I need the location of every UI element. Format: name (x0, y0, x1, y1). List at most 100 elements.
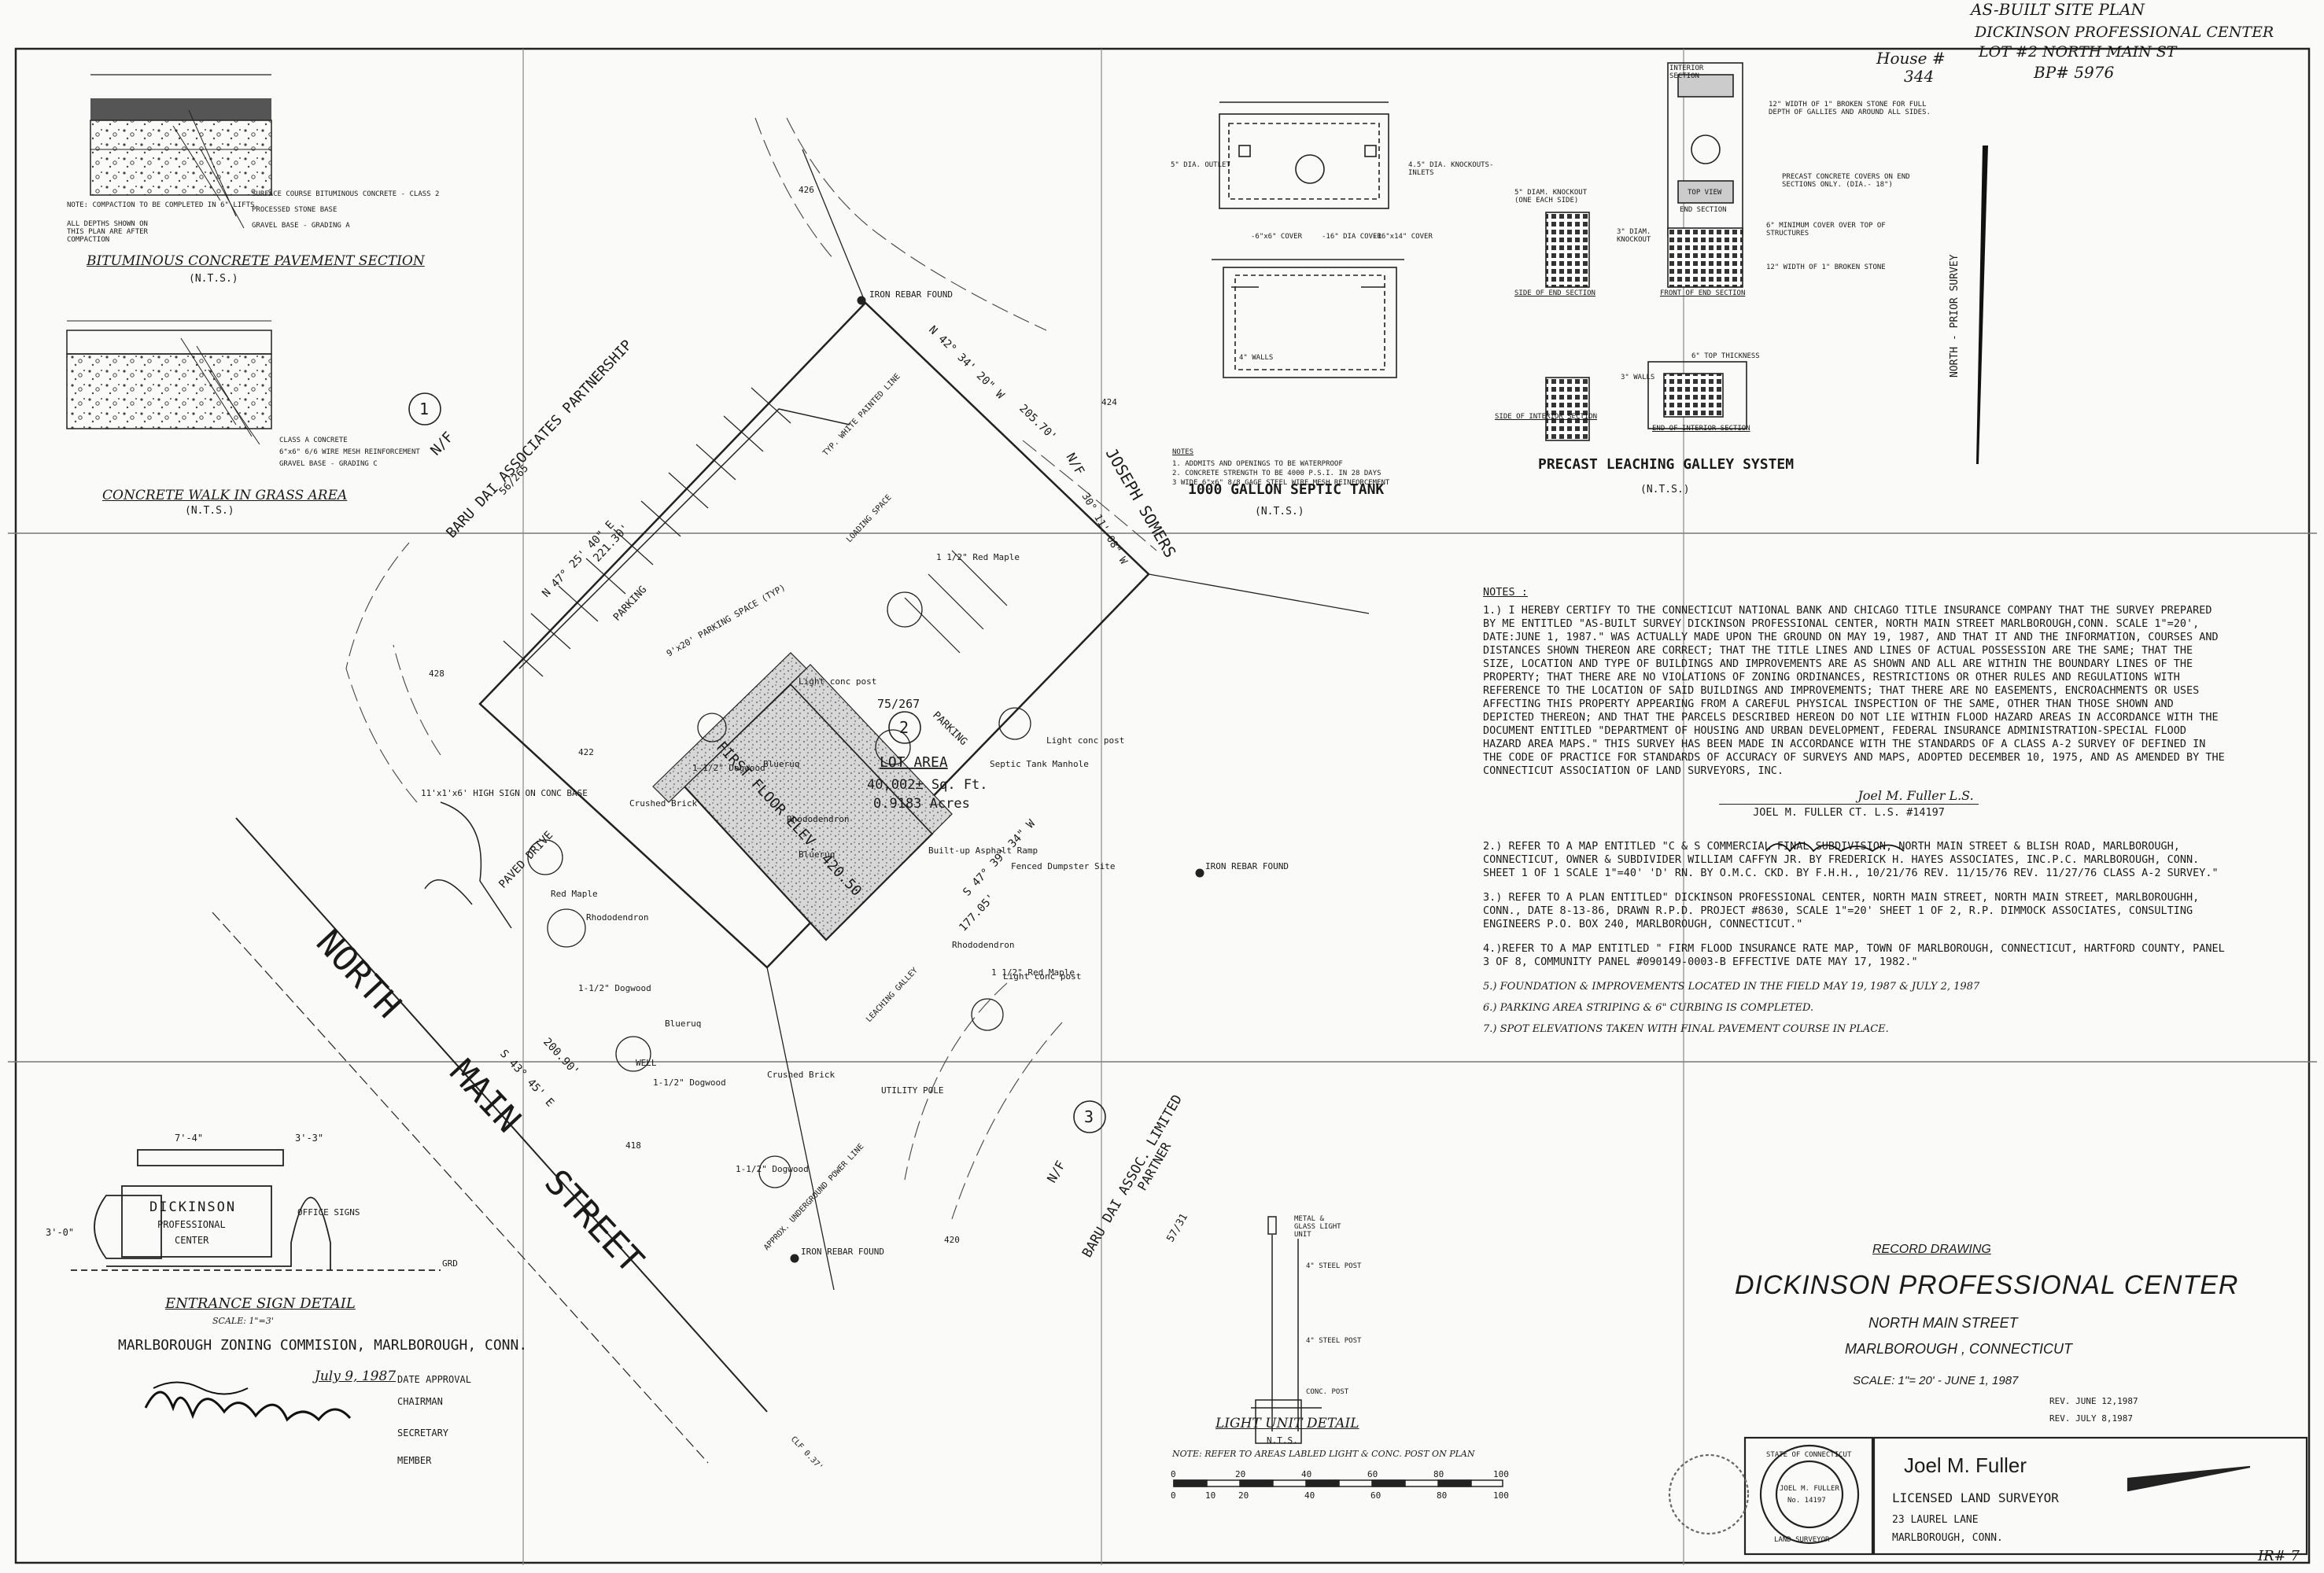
lot-ref: 75/267 (877, 697, 920, 711)
label-rhodo-1: Rhododendron (787, 814, 849, 824)
label-light-2: Light conc post (1046, 735, 1124, 746)
pavement-section-detail (90, 74, 272, 229)
surveyor-signature (1765, 842, 1905, 853)
title-rev-1: REV. JUNE 12,1987 (2049, 1396, 2138, 1406)
galley-knockout-5: 5" DIAM. KNOCKOUT (ONE EACH SIDE) (1514, 189, 1588, 204)
bearing-ne2: 30° 11' 08" W (1079, 492, 1130, 567)
galley-nts: (N.T.S.) (1640, 484, 1690, 495)
graphic-scale-bar (1173, 1479, 1503, 1487)
permit-number: BP# 5976 (2034, 63, 2115, 82)
light-detail-note: NOTE: REFER TO AREAS LABLED LIGHT & CONC… (1172, 1449, 1475, 1459)
light-label-post-1: 4" STEEL POST (1306, 1262, 1362, 1270)
pavement-label-3: GRAVEL BASE - GRADING A (252, 222, 350, 230)
septic-cover-3: -16"x14" COVER (1373, 233, 1433, 241)
abutter-ne-nf: N/F (1064, 451, 1088, 478)
surveyor-license: LICENSED LAND SURVEYOR (1892, 1490, 2059, 1505)
scale-ft-0: 0 (1171, 1469, 1176, 1479)
label-clf: CLF 0.37' (789, 1435, 824, 1472)
title-scale: SCALE: 1"= 20' - JUNE 1, 1987 (1853, 1374, 2019, 1387)
walk-label-2: 6"x6" 6/6 WIRE MESH REINFORCEMENT (279, 448, 420, 456)
notes-heading: NOTES : (1483, 586, 1528, 599)
bearing-nw: N 47° 25' 40" E (540, 518, 617, 599)
scale-m-10: 10 (1205, 1490, 1215, 1501)
entrance-sign-drawing (71, 1149, 441, 1271)
walk-title: CONCRETE WALK IN GRASS AREA (102, 488, 348, 503)
lot-area-acres: 0.9183 Acres (873, 796, 970, 812)
scale-m-80: 80 (1437, 1490, 1447, 1501)
contour-428: 428 (429, 669, 445, 679)
scale-ft-20: 20 (1235, 1469, 1245, 1479)
title-town: MARLBOROUGH , CONNECTICUT (1845, 1341, 2073, 1357)
sheet-border (14, 47, 2311, 1564)
parking-stalls (503, 387, 1008, 677)
galley-end-section: END SECTION (1680, 206, 1727, 214)
street-label-north: NORTH (308, 923, 409, 1026)
north-arrow (1976, 146, 1988, 464)
approval-chairman: CHAIRMAN (397, 1396, 443, 1407)
label-septic-manhole: Septic Tank Manhole (990, 759, 1089, 769)
note-4: 4.)REFER TO A MAP ENTITLED " FIRM FLOOD … (1483, 942, 2225, 968)
label-parking-space: 9'x20' PARKING SPACE (TYP) (665, 582, 788, 658)
label-red-maple-3: Red Maple (551, 889, 598, 899)
galley-note-stone: 12" WIDTH OF 1" BROKEN STONE FOR FULL DE… (1769, 101, 1931, 116)
sign-dim-grade: GRD (442, 1258, 458, 1269)
sign-detail-title: ENTRANCE SIGN DETAIL (165, 1295, 356, 1312)
chairman-signature (144, 1391, 352, 1422)
label-rebar-3: IRON REBAR FOUND (801, 1247, 884, 1257)
scale-m-20: 20 (1238, 1490, 1249, 1501)
bearing-ne: N 42° 34' 20" W (926, 323, 1006, 402)
surveyor-signature-text: Joel M. Fuller L.S. (1857, 788, 1974, 803)
note-6: 6.) PARKING AREA STRIPING & 6" CURBING I… (1483, 1002, 1814, 1014)
label-rhodo-2: Rhododendron (586, 912, 648, 923)
septic-nts: (N.T.S.) (1255, 506, 1304, 518)
seal-number: No. 14197 (1787, 1497, 1826, 1505)
label-dogwood-1: 1-1/2" Dogwood (692, 763, 765, 773)
abutter-se-nf: N/F (1044, 1158, 1068, 1185)
light-label-unit: METAL & GLASS LIGHT UNIT (1294, 1215, 1341, 1239)
label-power-line: APPROX. UNDERGROUND POWER LINE (762, 1142, 865, 1252)
seal-name: JOEL M. FULLER (1780, 1485, 1839, 1493)
galley-interior-section: INTERIOR SECTION (1669, 64, 1704, 80)
note-5: 5.) FOUNDATION & IMPROVEMENTS LOCATED IN… (1483, 981, 1980, 993)
galley-knockout-3: 3" DIAM. KNOCKOUT (1617, 228, 1651, 244)
galley-note-covers: PRECAST CONCRETE COVERS ON END SECTIONS … (1782, 173, 1910, 189)
surveyor-signature-caption: JOEL M. FULLER CT. L.S. #14197 (1719, 804, 1979, 820)
label-paved-drive: PAVED DRIVE (496, 829, 555, 891)
label-light-1: Light conc post (799, 676, 876, 687)
label-sign: 11'x1'x6' HIGH SIGN ON CONC BASE (421, 788, 588, 798)
pavement-note-2: ALL DEPTHS SHOWN ON THIS PLAN ARE AFTER … (67, 220, 148, 244)
street-label-street: STREET (537, 1162, 651, 1281)
label-crushed-brick-1: Crushed Brick (629, 798, 697, 809)
surveyor-name: Joel M. Fuller (1904, 1453, 2027, 1477)
house-number-label: House # (1876, 49, 1946, 68)
septic-notes-heading: NOTES (1172, 448, 1194, 456)
label-ramp: Built-up Asphalt Ramp (928, 845, 1038, 856)
title-rev-2: REV. JULY 8,1987 (2049, 1413, 2133, 1424)
scale-m-100: 100 (1493, 1490, 1509, 1501)
septic-label-outlet: 5" DIA. OUTLET (1171, 161, 1230, 169)
label-crushed-brick-2: Crushed Brick (767, 1070, 835, 1080)
label-painted-line: TYP. WHITE PAINTED LINE (821, 372, 902, 458)
light-detail-title: LIGHT UNIT DETAIL (1215, 1416, 1359, 1431)
corner-ir-number: IR# 7 (2258, 1548, 2300, 1564)
lot-area-label: LOT AREA (880, 754, 948, 771)
bearing-sw-dist: 200.90' (540, 1036, 581, 1078)
title-main: DICKINSON PROFESSIONAL CENTER (1735, 1270, 2239, 1300)
galley-note-cover-min: 6" MINIMUM COVER OVER TOP OF STRUCTURES (1766, 222, 1886, 238)
scale-ft-80: 80 (1433, 1469, 1444, 1479)
leaching-galley-detail (1545, 62, 1747, 441)
contour-424: 424 (1101, 397, 1117, 407)
light-unit-detail (1251, 1216, 1322, 1444)
bearing-se-dist: 177.05' (957, 892, 998, 934)
label-rebar-2: IRON REBAR FOUND (1205, 861, 1289, 871)
title-street: NORTH MAIN STREET (1868, 1315, 2018, 1331)
scale-ft-100: 100 (1493, 1469, 1509, 1479)
seal-bottom: LAND SURVEYOR (1774, 1536, 1830, 1544)
seal-state: STATE OF CONNECTICUT (1766, 1451, 1852, 1459)
contour-418: 418 (625, 1140, 641, 1151)
project-line-2: LOT #2 NORTH MAIN ST (1979, 43, 2177, 61)
sign-dim-width: 7'-4" (175, 1133, 204, 1144)
surveyor-address-2: MARLBOROUGH, CONN. (1892, 1532, 2003, 1544)
label-blueruq-2: Blueruq (799, 849, 835, 860)
